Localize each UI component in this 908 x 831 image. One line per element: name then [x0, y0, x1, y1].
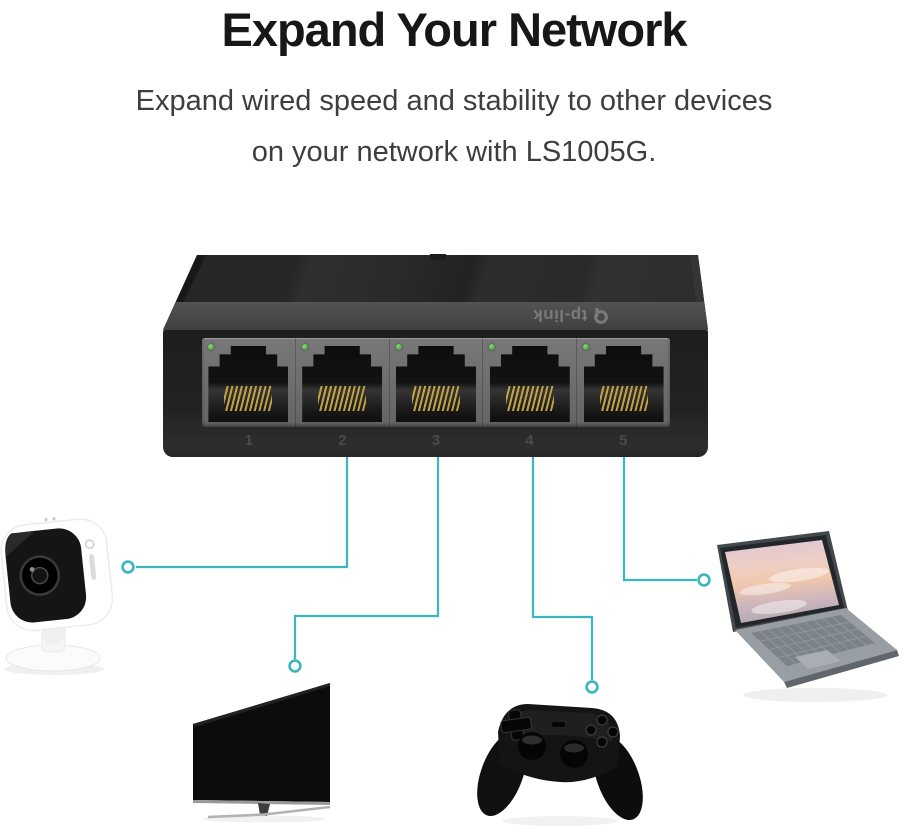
camera-sync-button	[84, 539, 95, 549]
port-number-label: 1	[244, 432, 253, 449]
controller-shadow	[502, 816, 618, 826]
camera-top-mic-dot	[44, 518, 48, 522]
television	[193, 683, 331, 823]
subtitle-line-1: Expand wired speed and stability to othe…	[135, 85, 773, 117]
port-number-label: 3	[431, 432, 441, 449]
camera-head	[0, 517, 114, 632]
subtitle-line-2: on your network with LS1005G.	[251, 136, 657, 168]
wire-port4-to-controller	[531, 449, 594, 680]
port-number-label: 5	[619, 432, 628, 449]
switch-front-bevel	[163, 302, 708, 330]
wire-port2-to-camera	[136, 449, 349, 569]
laptop-keyboard	[751, 615, 875, 666]
laptop-keyboard-grid	[759, 616, 867, 665]
wire-endpoint-dot-television	[288, 659, 302, 673]
ethernet-port-1	[202, 338, 296, 427]
security-camera	[0, 517, 114, 675]
ethernet-port-2	[296, 338, 390, 427]
laptop-trackpad	[795, 650, 841, 669]
port-number-label: 4	[525, 432, 534, 449]
gold-pins	[318, 385, 367, 412]
tv-stand-neck	[258, 803, 270, 816]
wire-port3-to-television	[293, 449, 440, 659]
tv-bottom-strip	[193, 800, 330, 805]
laptop-shadow	[743, 688, 887, 702]
gold-pins	[505, 385, 554, 412]
laptop-screen-clouds	[739, 567, 829, 615]
wire-port5-to-laptop	[622, 449, 697, 582]
controller-action-buttons	[585, 714, 619, 748]
page-title: Expand Your Network	[221, 3, 687, 56]
network-switch: tp-link	[160, 253, 710, 459]
camera-top-mic-dot	[52, 517, 56, 521]
port-4-led	[489, 344, 496, 350]
tv-stand-base	[207, 805, 331, 819]
camera-side-slot	[89, 554, 97, 580]
ethernet-port-5	[577, 338, 670, 427]
port-number-label: 2	[338, 432, 347, 449]
gold-pins	[599, 385, 648, 412]
rj45-jack-3	[395, 346, 476, 422]
controller-center-button	[552, 722, 565, 727]
camera-lens-glint	[29, 566, 35, 572]
camera-panel-sheen	[5, 530, 36, 558]
port-panel	[202, 338, 670, 427]
laptop-front-edge	[784, 650, 899, 688]
controller-right-stick	[560, 740, 588, 768]
tv-shadow	[202, 815, 326, 823]
tv-top-edge	[193, 683, 330, 727]
page-subtitle: Expand wired speed and stability to othe…	[0, 76, 908, 178]
laptop-screen	[725, 540, 839, 623]
laptop	[717, 531, 899, 702]
ethernet-port-3	[390, 338, 484, 427]
camera-lens-inner	[31, 566, 49, 585]
port-1-led	[208, 344, 214, 350]
tp-link-logo-icon	[594, 308, 609, 324]
gold-pins	[224, 385, 273, 412]
rj45-jack-1	[208, 346, 289, 422]
switch-top-notch	[430, 254, 446, 260]
port-2-led	[301, 344, 308, 350]
port-5-led	[583, 344, 590, 350]
rj45-jack-2	[302, 346, 383, 422]
tp-link-logo: tp-link	[513, 304, 629, 327]
rj45-jack-5	[583, 346, 664, 422]
port-number-row: 1 2 3 4 5	[202, 431, 670, 451]
tp-link-logo-text: tp-link	[532, 306, 588, 326]
port-3-led	[395, 344, 402, 350]
gold-pins	[411, 385, 460, 412]
controller-dpad	[500, 709, 532, 741]
switch-front-face: 1 2 3 4 5	[163, 330, 708, 457]
game-controller	[477, 704, 643, 826]
ethernet-port-4	[483, 338, 578, 427]
tv-screen	[193, 683, 330, 802]
controller-left-stick	[518, 732, 546, 760]
rj45-jack-4	[489, 346, 570, 422]
